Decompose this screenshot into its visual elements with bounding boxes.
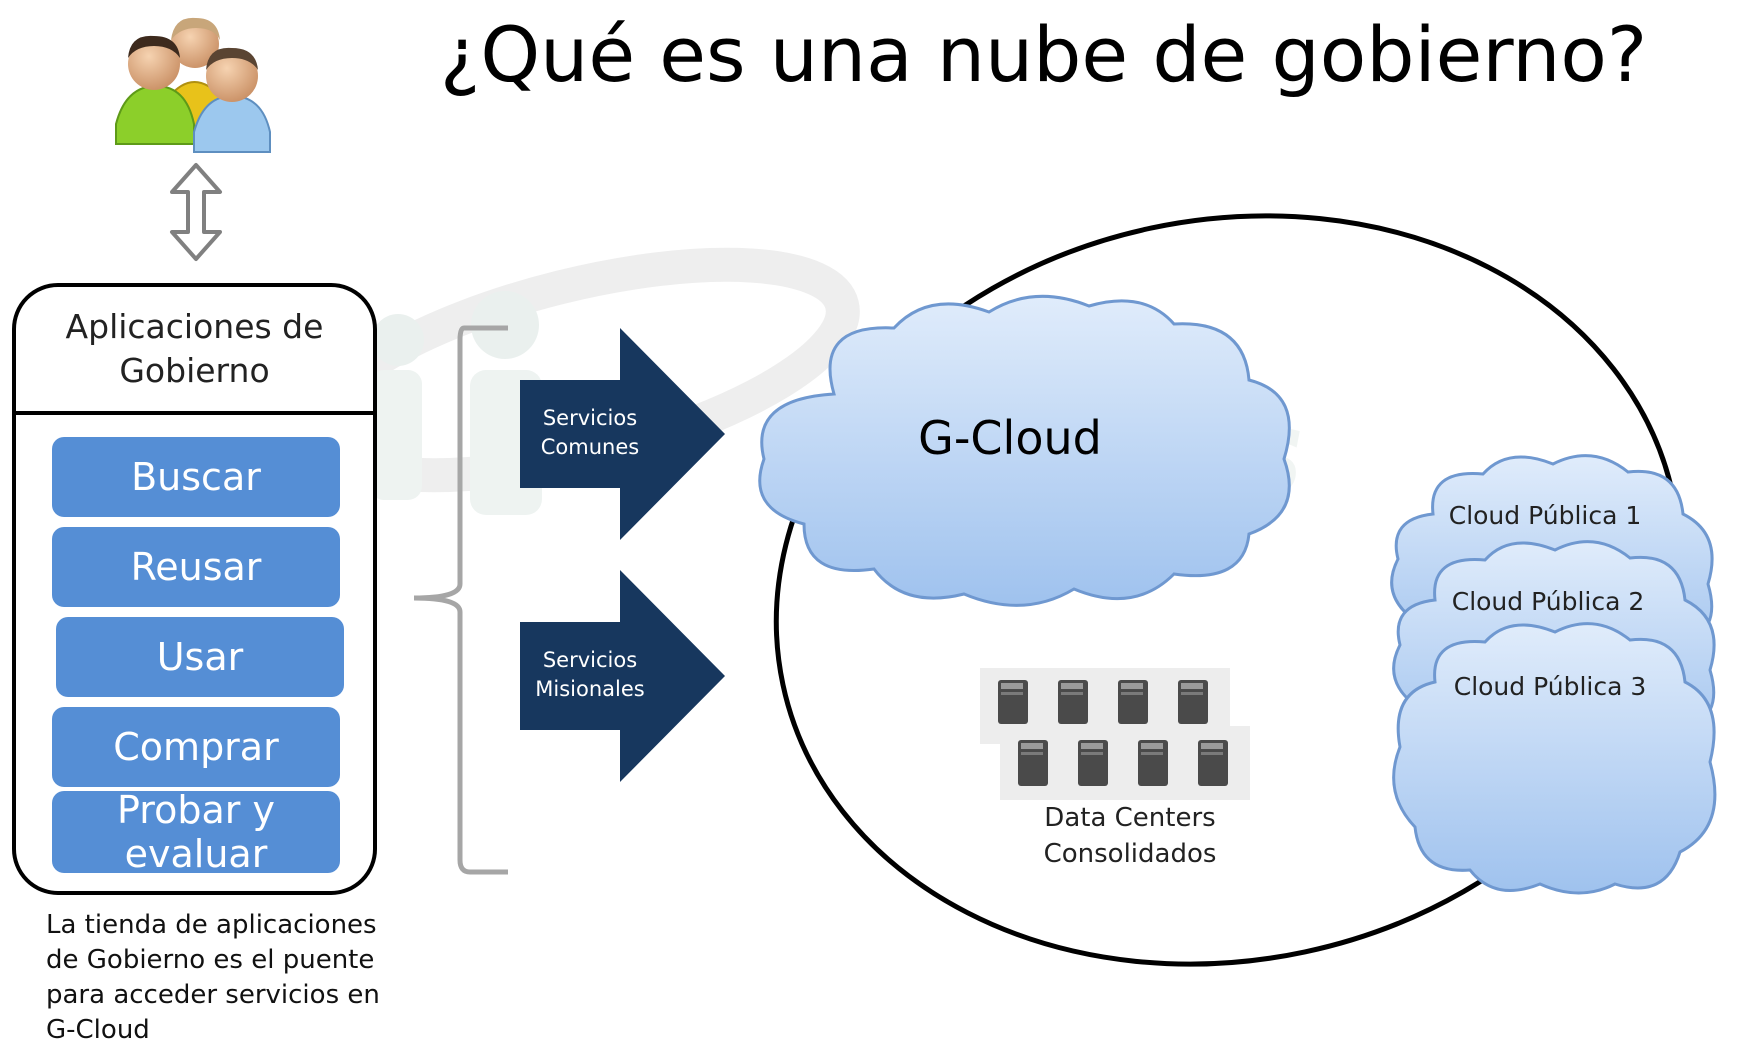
common-services-arrow: Servicios Comunes [520, 328, 730, 540]
app-store-title: Aplicaciones de Gobierno [16, 287, 373, 415]
buy-button[interactable]: Comprar [52, 707, 340, 787]
public-cloud-3 [1392, 622, 1717, 895]
grouping-brace [413, 325, 508, 875]
g-cloud-label: G-Cloud [918, 411, 1102, 465]
up-down-arrow-icon [170, 163, 222, 261]
try-evaluate-button[interactable]: Probar y evaluar [52, 788, 340, 876]
server-tower-icon [998, 680, 1228, 786]
use-button[interactable]: Usar [56, 617, 344, 697]
public-cloud-1-label: Cloud Pública 1 [1448, 501, 1642, 530]
app-store-caption: La tienda de aplicaciones de Gobierno es… [46, 910, 380, 1045]
reuse-button[interactable]: Reusar [52, 527, 340, 607]
app-store-panel: Aplicaciones de Gobierno Buscar Reusar U… [12, 283, 377, 895]
public-cloud-3-label: Cloud Pública 3 [1453, 672, 1647, 701]
common-services-label: Servicios Comunes [540, 406, 640, 459]
public-cloud-2-label: Cloud Pública 2 [1451, 587, 1645, 616]
users-group-icon [115, 17, 271, 153]
page-title: ¿Qué es una nube de gobierno? [440, 10, 1648, 99]
mission-services-arrow: Servicios Misionales [520, 570, 730, 782]
search-button[interactable]: Buscar [52, 437, 340, 517]
server-rack-group [980, 668, 1250, 800]
datacenter-label: Data Centers Consolidados [1043, 803, 1217, 869]
g-cloud-shape [758, 294, 1291, 607]
mission-services-label: Servicios Misionales [535, 648, 645, 701]
